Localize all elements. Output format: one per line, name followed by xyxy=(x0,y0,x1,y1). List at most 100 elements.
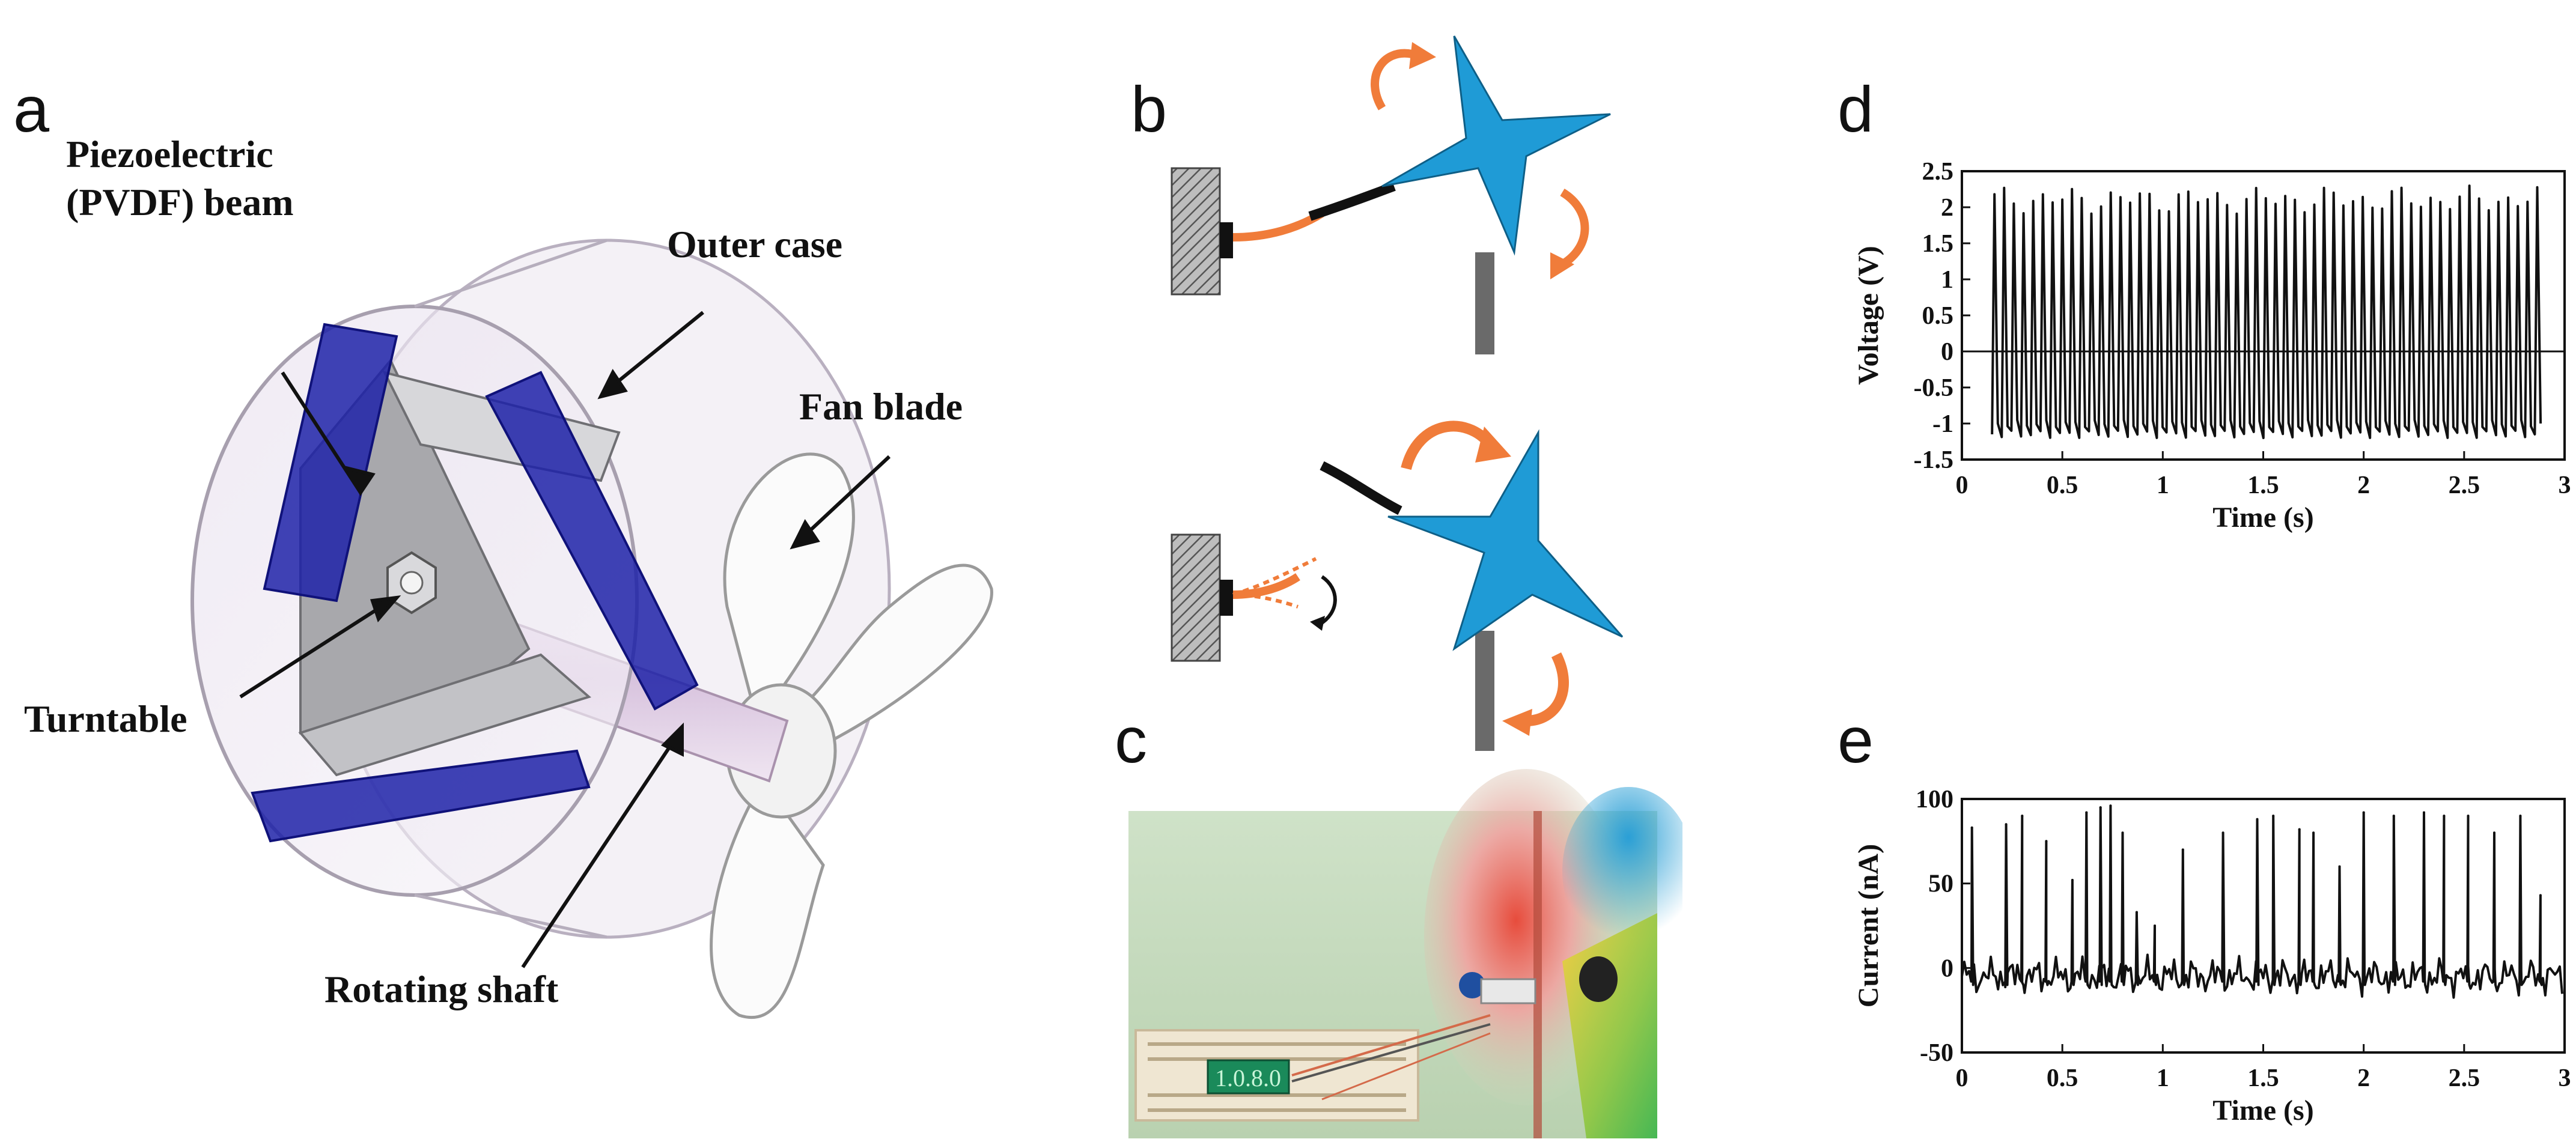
current-spike-point xyxy=(2392,815,2395,818)
current-spike-point xyxy=(2021,815,2024,818)
outer-case-side xyxy=(414,238,607,939)
label-piezoelectric: Piezoelectric xyxy=(66,133,273,175)
current-spike-point xyxy=(2423,811,2425,814)
current-spike-point xyxy=(2109,804,2112,807)
current-spike-point xyxy=(1970,826,1973,829)
rotation-arrow xyxy=(1371,49,1413,111)
x-tick-label: 1 xyxy=(2157,472,2169,499)
beam-tip-bottom xyxy=(1320,461,1402,515)
x-tick-label: 2.5 xyxy=(2449,472,2480,499)
x-tick-label: 1.5 xyxy=(2247,472,2279,499)
current-spike-point xyxy=(2005,823,2008,826)
x-tick-label: 2 xyxy=(2357,472,2370,499)
callout-arrow-turntable xyxy=(239,599,392,699)
panel-letter-d: d xyxy=(1838,73,1874,145)
rotation-arrowhead xyxy=(1502,709,1532,736)
x-tick-label: 2.5 xyxy=(2449,1064,2480,1092)
callout-arrow-shaft xyxy=(521,732,681,968)
label-pvdf-beam: (PVDF) beam xyxy=(66,181,294,223)
pvdf-beam-left xyxy=(263,323,398,603)
y-tick-label: 0 xyxy=(1941,338,1953,366)
callout-arrowhead xyxy=(660,722,684,757)
y-tick-label: 0.5 xyxy=(1922,302,1954,330)
clamp-bottom xyxy=(1220,580,1233,616)
current-spike-point xyxy=(2272,815,2275,818)
x-tick-label: 1 xyxy=(2157,1064,2169,1092)
current-spike-point xyxy=(2493,831,2495,834)
digit-display xyxy=(1207,1059,1290,1095)
rotation-arrowhead xyxy=(1409,42,1436,69)
y-axis-label: Current (nA) xyxy=(1853,844,1884,1007)
wire xyxy=(1321,1032,1491,1101)
mechanism-schematic xyxy=(1171,35,1624,751)
fan-shaft-top xyxy=(1475,252,1494,354)
callout-arrowhead xyxy=(597,369,628,399)
wall-mount-top xyxy=(1171,167,1221,296)
rotation-arrow xyxy=(1401,421,1495,470)
x-tick-label: 0 xyxy=(1956,1064,1969,1092)
y-tick-label: -1 xyxy=(1932,410,1953,438)
plot-frame xyxy=(1961,798,2566,1054)
digit-display-value: 1.0.8.0 xyxy=(1215,1064,1281,1092)
y-axis-label: Voltage (V) xyxy=(1853,246,1884,385)
clamp-top xyxy=(1220,222,1233,258)
beam-bottom xyxy=(1232,573,1300,599)
callout-arrowhead xyxy=(790,519,820,550)
vibration-arrowhead xyxy=(1310,616,1325,631)
rotation-arrowhead xyxy=(1550,252,1574,279)
panel-letter-b: b xyxy=(1131,73,1168,145)
current-spike-point xyxy=(2298,828,2301,831)
y-tick-label: 100 xyxy=(1916,786,1953,813)
current-spike-point xyxy=(2539,894,2542,897)
panel-letter-c: c xyxy=(1115,703,1147,776)
panel-letter-a: a xyxy=(13,73,50,145)
breadboard-holes xyxy=(1148,1042,1406,1112)
voltage-series-line xyxy=(1991,184,2542,439)
fan-shaft-bottom xyxy=(1475,631,1494,751)
fan-blur-blue xyxy=(1562,787,1682,955)
piezo-mount xyxy=(1459,972,1485,998)
current-spike-point xyxy=(2071,879,2074,881)
y-tick-label: -0.5 xyxy=(1914,374,1954,402)
current-series-line xyxy=(1961,804,2563,999)
x-tick-label: 0.5 xyxy=(2047,472,2078,499)
y-tick-label: 0 xyxy=(1941,955,1953,982)
pvdf-beam-right xyxy=(485,371,699,711)
hex-nut-hole xyxy=(400,571,424,595)
current-spike-point xyxy=(2338,865,2341,868)
current-spike-point xyxy=(2362,811,2365,814)
rotation-arrow xyxy=(1560,189,1589,268)
current-spike-point xyxy=(2135,911,2138,914)
fan-blade-shape-bottom xyxy=(1387,429,1624,651)
y-tick-label: 1.5 xyxy=(1922,230,1954,258)
fan-mast xyxy=(1533,811,1542,1138)
current-spike-point xyxy=(2312,831,2315,834)
x-tick-label: 2 xyxy=(2357,1064,2370,1092)
panel-letter-e: e xyxy=(1838,703,1874,776)
callout-arrowhead xyxy=(370,595,401,622)
label-rotating-shaft: Rotating shaft xyxy=(324,968,559,1010)
fan-blade xyxy=(797,563,993,759)
wire xyxy=(1291,1014,1491,1077)
pvdf-beam-bottom xyxy=(251,749,591,843)
beam-tip-top xyxy=(1308,181,1396,221)
wire xyxy=(1291,1023,1491,1083)
current-spike-point xyxy=(2519,815,2522,818)
device-photo: 1.0.8.0 xyxy=(1128,769,1682,1138)
y-tick-label: -50 xyxy=(1920,1039,1953,1067)
current-spike-point xyxy=(2121,831,2124,834)
label-fan-blade: Fan blade xyxy=(799,385,963,428)
current-spike-point xyxy=(2443,815,2446,818)
beam-bottom-vibration xyxy=(1232,593,1299,609)
current-spike-point xyxy=(2221,831,2224,834)
callout-arrow-outer xyxy=(606,311,704,392)
fan-blade-shape-top xyxy=(1381,35,1611,256)
y-tick-label: 2.5 xyxy=(1922,158,1954,186)
current-spike-point xyxy=(2099,806,2102,809)
current-spike-point xyxy=(2154,925,2156,927)
x-tick-label: 3 xyxy=(2559,472,2571,499)
callout-arrow-fan xyxy=(797,455,891,542)
y-tick-label: 2 xyxy=(1941,194,1953,222)
x-axis-label: Time (s) xyxy=(2212,1095,2313,1126)
